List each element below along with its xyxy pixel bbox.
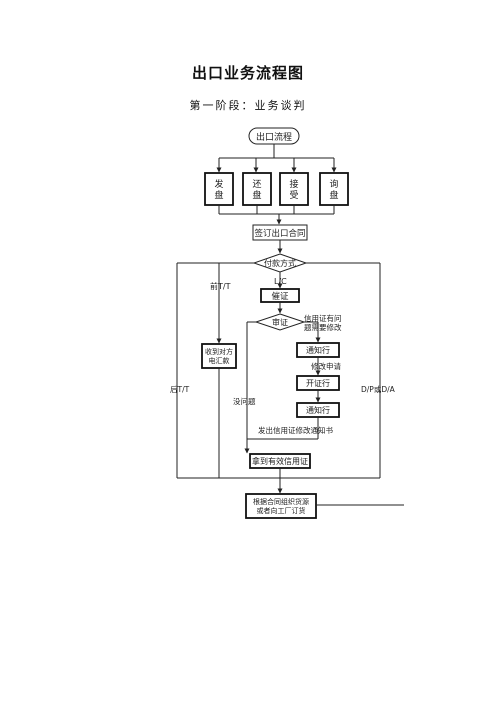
node-urge-lc-label: 催证 bbox=[271, 291, 289, 302]
page-title: 出口业务流程图 bbox=[191, 64, 304, 82]
node-payment-method-label: 付款方式 bbox=[264, 258, 296, 268]
label-no-problem: 没问题 bbox=[233, 396, 256, 406]
node-review bbox=[254, 313, 306, 331]
label-dp-da: D/P或D/A bbox=[361, 384, 396, 394]
node-sign-contract-label: 签订出口合同 bbox=[254, 228, 305, 239]
node-inquiry-counter bbox=[242, 172, 272, 206]
node-receive-payment-label: 收到对方电汇款 bbox=[205, 347, 233, 365]
label-prepay-tt: 前T/T bbox=[210, 281, 231, 291]
node-amend-lc-label: 开证行 bbox=[306, 378, 330, 388]
label-apply-amend: 修改申请 bbox=[311, 361, 341, 371]
label-send-notice: 发出信用证修改通知书 bbox=[258, 425, 333, 435]
node-inquiry-offer-label: 发盘 bbox=[214, 178, 223, 201]
label-lc: L/C bbox=[274, 277, 287, 286]
node-start-label: 出口流程 bbox=[256, 131, 292, 143]
node-receive-lc-label: 拿到有效信用证 bbox=[252, 456, 308, 466]
node-inquiry-counter-label: 还盘 bbox=[252, 178, 261, 201]
stage-title: 第一阶段：业务谈判 bbox=[189, 99, 307, 112]
node-purchase-label: 根据合同组织货源或者向工厂订货 bbox=[253, 497, 309, 515]
label-post-tt: 后T/T bbox=[170, 384, 190, 394]
node-issuing-bank-label: 通知行 bbox=[306, 345, 330, 355]
node-purchase bbox=[245, 493, 317, 519]
node-notify-bank-label: 通知行 bbox=[306, 405, 330, 415]
node-review-label: 审证 bbox=[272, 317, 288, 327]
node-inquiry-ask-label: 询盘 bbox=[329, 178, 338, 201]
node-inquiry-accept-label: 接受 bbox=[289, 178, 298, 201]
label-has-problem: 信用证有问题需要修改 bbox=[304, 313, 342, 332]
node-inquiry-accept bbox=[279, 172, 309, 206]
